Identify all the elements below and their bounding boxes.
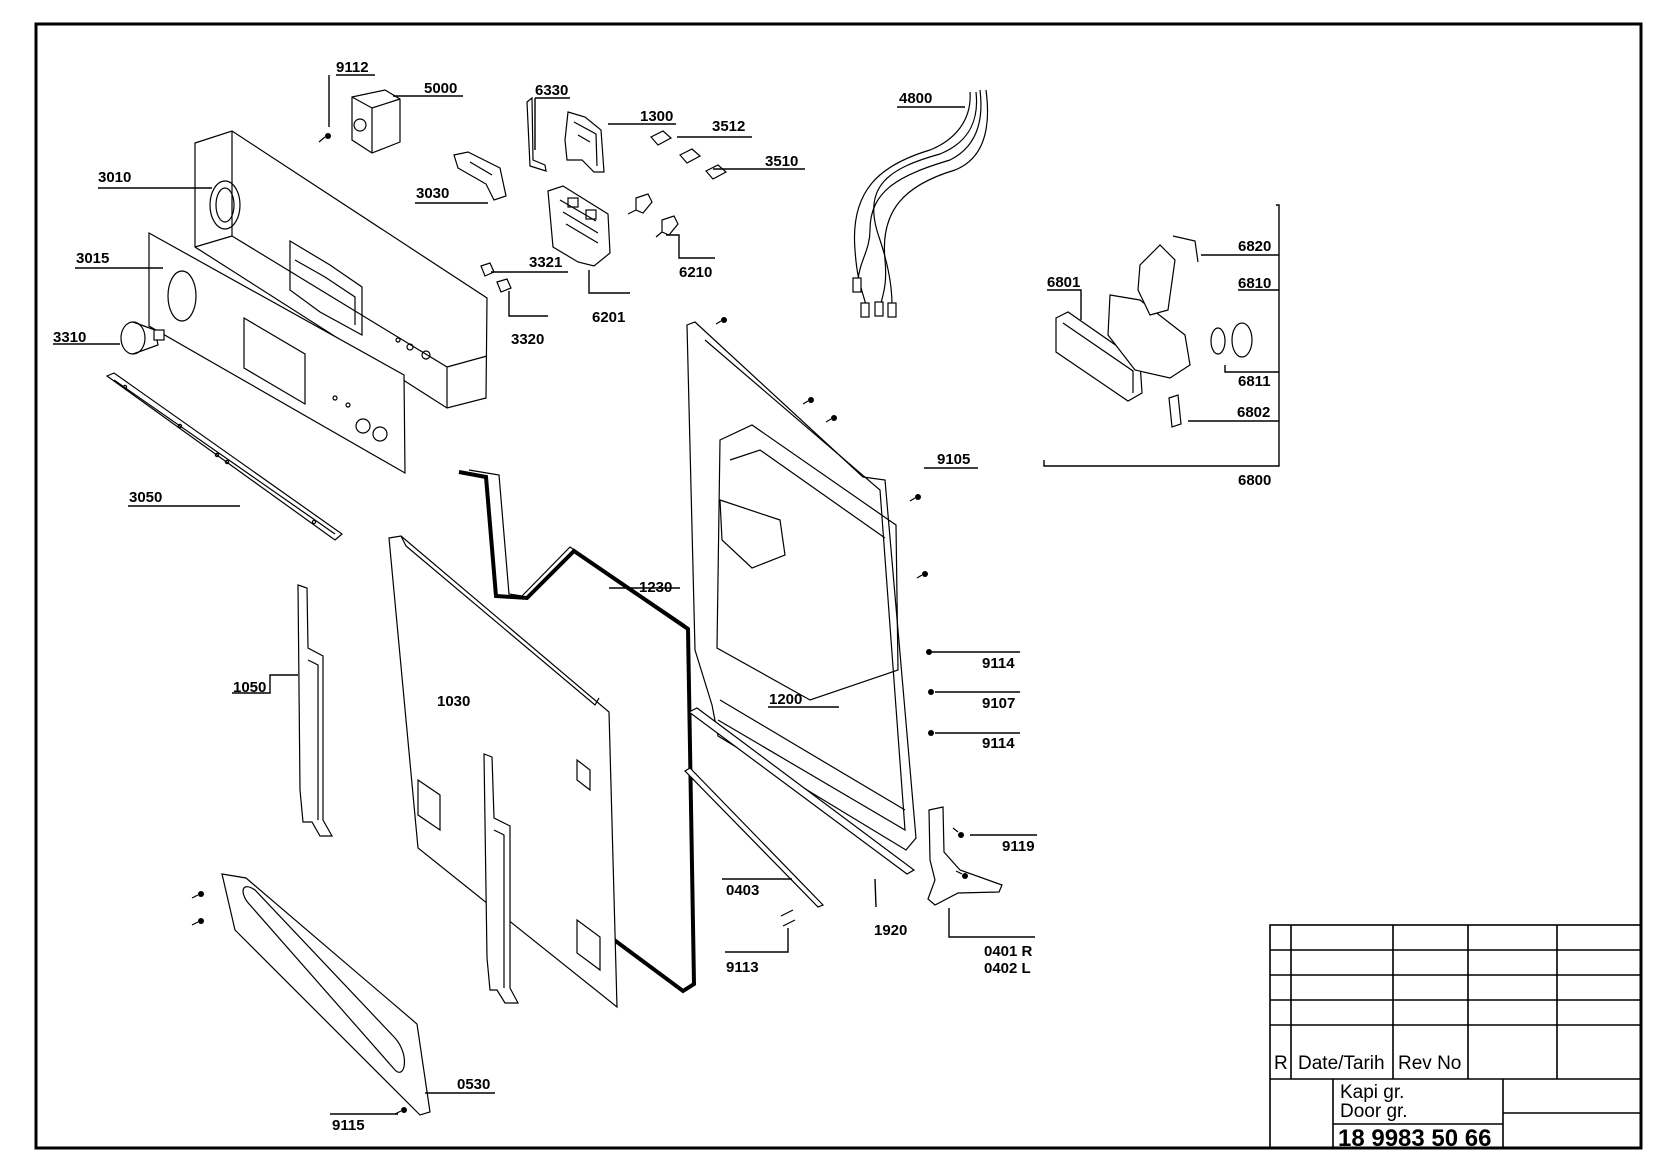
cable-harness-4800	[852, 89, 989, 318]
strip-3050	[105, 372, 343, 541]
part-label: 0403	[726, 882, 759, 899]
part-label: 3050	[129, 489, 162, 506]
part-label: 1050	[233, 679, 266, 696]
hinge-0401-0402	[927, 806, 1003, 906]
bracket-1300	[564, 111, 605, 173]
part-label: 6801	[1047, 274, 1080, 291]
drawing-frame	[34, 22, 1643, 1150]
part-label: 9113	[726, 959, 759, 976]
part-label: 6330	[535, 82, 568, 99]
part-label: 1030	[437, 693, 470, 710]
part-label: 9119	[1002, 838, 1035, 855]
part-label: 6820	[1238, 238, 1271, 255]
clip-6330	[526, 96, 547, 172]
part-label: 1230	[639, 579, 672, 596]
part-label: 9107	[982, 695, 1015, 712]
part-label: 9115	[332, 1117, 365, 1134]
part-label: 0402 L	[984, 960, 1031, 977]
part-label: 3030	[416, 185, 449, 202]
part-label: 6210	[679, 264, 712, 281]
title-block-r: R	[1274, 1053, 1288, 1074]
part-label: 4800	[899, 90, 932, 107]
part-label: 9114	[982, 735, 1015, 752]
title-block-doc-number: 18 9983 50 66	[1338, 1125, 1491, 1152]
part-label: 3010	[98, 169, 131, 186]
part-label: 0530	[457, 1076, 490, 1093]
part-label: 1920	[874, 922, 907, 939]
part-label: 6800	[1238, 472, 1271, 489]
title-block-name-en: Door gr.	[1340, 1101, 1408, 1122]
rail-inner	[483, 753, 519, 1004]
screw-9112	[318, 133, 331, 143]
part-label: 3321	[529, 254, 562, 271]
part-label: 3512	[712, 118, 745, 135]
inner-door-1200	[686, 321, 917, 851]
part-label: 6811	[1238, 373, 1271, 390]
part-label: 1200	[769, 691, 802, 708]
part-label: 3310	[53, 329, 86, 346]
kickplate-0530	[221, 873, 431, 1116]
title-block-date-label: Date/Tarih	[1298, 1053, 1385, 1074]
outer-door-1030	[388, 535, 618, 1009]
part-label: 6802	[1237, 404, 1270, 421]
leader-lines	[53, 74, 1280, 1115]
front-panel-3015	[148, 231, 406, 475]
control-panel-3010	[194, 130, 488, 409]
rail-1050	[297, 584, 334, 837]
holder-3030	[453, 151, 507, 201]
title-block: R Date/Tarih Rev No Kapi gr. Door gr. 18…	[1269, 924, 1642, 1152]
pins-3321-3320	[480, 262, 512, 293]
button-block-6201	[547, 185, 611, 267]
dispenser-6800	[1055, 235, 1253, 428]
part-label: 3320	[511, 331, 544, 348]
part-label: 1300	[640, 108, 673, 125]
module-5000	[351, 89, 401, 154]
gasket-1230	[458, 469, 697, 994]
part-label: 9105	[937, 451, 970, 468]
bar-1920	[687, 707, 916, 875]
knob-3310	[120, 321, 165, 355]
part-labels: 9112 5000 6330 1300 3512 3510 4800 3010 …	[53, 59, 1271, 1134]
part-label: 0401 R	[984, 943, 1033, 960]
part-label: 9114	[982, 655, 1015, 672]
title-block-name-tr: Kapi gr.	[1340, 1082, 1404, 1103]
switches-6210	[627, 193, 679, 238]
part-label: 6201	[592, 309, 625, 326]
part-label: 5000	[424, 80, 457, 97]
part-label: 3510	[765, 153, 798, 170]
part-label: 9112	[336, 59, 369, 76]
rollers-3512-3510	[650, 130, 728, 180]
title-block-rev-label: Rev No	[1398, 1053, 1461, 1074]
part-label: 3015	[76, 250, 109, 267]
bar-0403	[684, 767, 825, 908]
part-label: 6810	[1238, 275, 1271, 292]
